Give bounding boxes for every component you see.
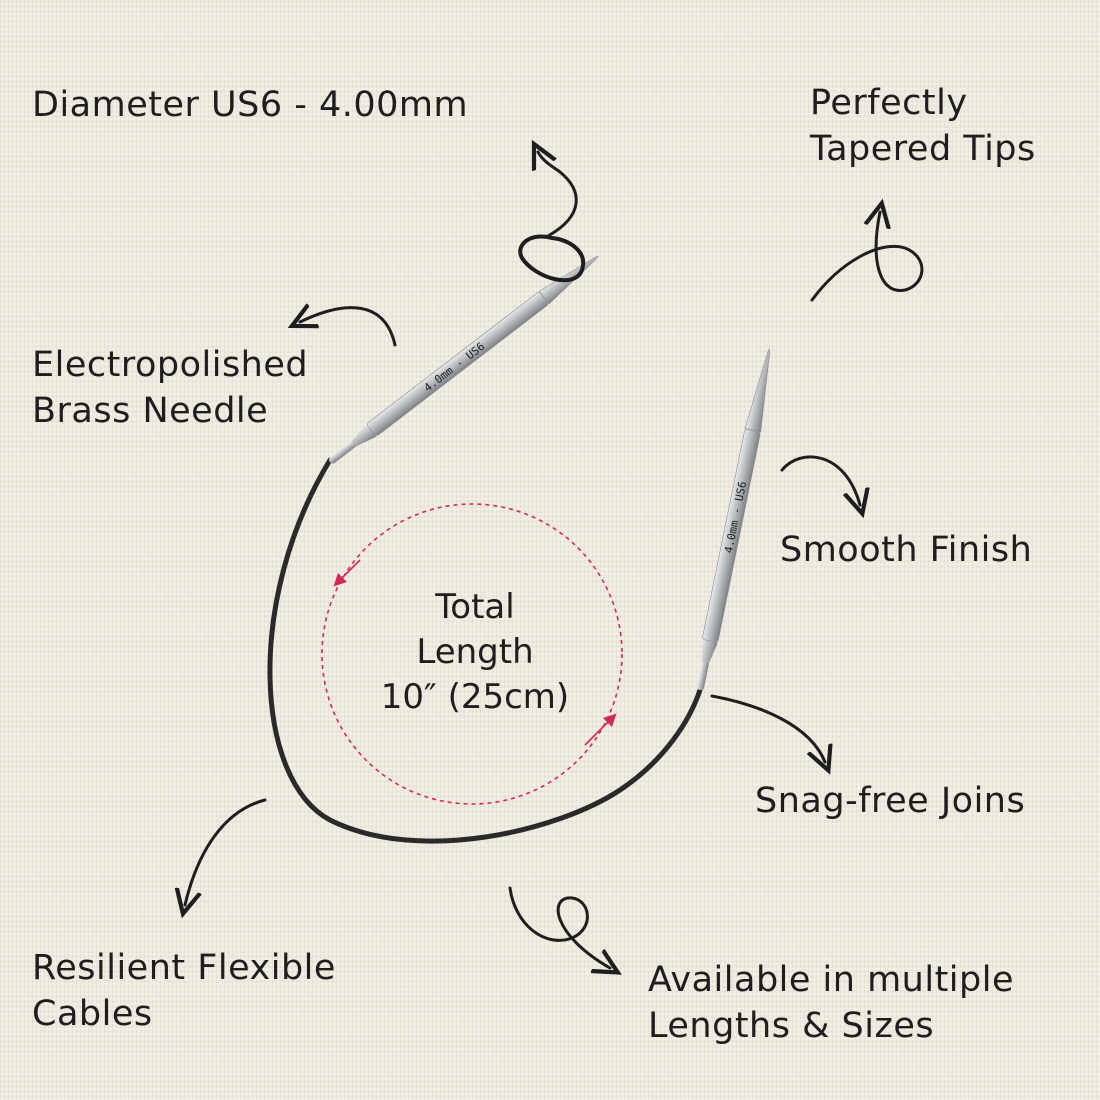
flexible-cable (267, 457, 703, 844)
diameter-label-text: Diameter US6 - 4.00mm (32, 85, 469, 125)
electropolished-line2: Brass Needle (32, 391, 269, 431)
electropolished-label: Electropolished Brass Needle (32, 342, 308, 434)
resilient-cables-label: Resilient Flexible Cables (32, 945, 336, 1037)
resilient-cables-line1: Resilient Flexible (32, 948, 336, 988)
tapered-tips-line2: Tapered Tips (810, 129, 1036, 169)
total-length-text: Total Length 10″ (25cm) (350, 585, 600, 720)
left-needle-marking: 4.0mm - US6 (422, 340, 488, 395)
electro-arrow (300, 308, 397, 347)
right-needle-marking: 4.0mm - US6 (722, 480, 749, 554)
total-length-line2: Length (416, 632, 534, 672)
left-needle: 4.0mm - US6 (329, 255, 599, 464)
total-length-line1: Total (435, 587, 515, 627)
available-arrow (508, 886, 610, 968)
electropolished-line1: Electropolished (32, 345, 309, 385)
resilient-cables-line2: Cables (32, 994, 153, 1034)
length-circle (321, 503, 623, 805)
diameter-gauge-loop (518, 234, 586, 283)
available-sizes-label: Available in multiple Lengths & Sizes (648, 957, 1014, 1049)
smooth-arrow (780, 455, 860, 505)
tapered-tips-line1: Perfectly (810, 83, 968, 123)
available-sizes-line1: Available in multiple (648, 960, 1015, 1000)
snag-arrow (710, 694, 825, 762)
right-needle: 4.0mm - US6 (697, 348, 771, 691)
snag-free-text: Snag-free Joins (755, 781, 1026, 821)
smooth-finish-label: Smooth Finish (780, 527, 1032, 573)
resilient-arrow (185, 798, 267, 905)
diameter-arrow (538, 152, 578, 238)
total-length-line3: 10″ (25cm) (380, 677, 570, 717)
tapered-arrow (810, 212, 924, 302)
available-sizes-line2: Lengths & Sizes (648, 1006, 935, 1046)
snag-free-label: Snag-free Joins (755, 778, 1025, 824)
diameter-label: Diameter US6 - 4.00mm (32, 82, 468, 128)
tapered-tips-label: Perfectly Tapered Tips (810, 80, 1036, 172)
smooth-finish-text: Smooth Finish (780, 530, 1033, 570)
